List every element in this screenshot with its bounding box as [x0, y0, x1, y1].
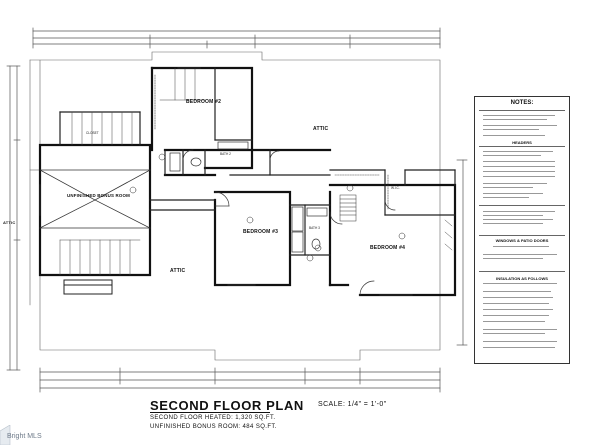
headers-heading: HEADERS: [512, 140, 532, 145]
headers-divider: [479, 146, 565, 147]
room-label-attic-left: ATTIC: [3, 220, 16, 225]
note-text-line: [483, 166, 555, 167]
note-text-line: [483, 211, 555, 212]
note-text-line: [493, 246, 549, 247]
room-label-closet: CLOSET: [86, 131, 99, 135]
note-text-line: [483, 183, 547, 184]
note-text-line: [483, 151, 553, 152]
note-text-line: [483, 161, 555, 162]
note-text-line: [483, 176, 555, 177]
notes-divider: [479, 205, 565, 206]
note-text-line: [483, 223, 543, 224]
room-label-bedroom-4: BEDROOM #4: [370, 245, 406, 251]
room-label-wic: W.I.C.: [391, 186, 400, 190]
note-text-line: [483, 215, 543, 216]
windows-heading: WINDOWS & PATIO DOORS: [495, 238, 549, 243]
watermark-text: Bright MLS: [7, 433, 42, 440]
note-text-line: [483, 187, 533, 188]
note-text-line: [483, 197, 529, 198]
room-label-bath-3: BATH 3: [309, 226, 320, 230]
notes-panel: NOTES: HEADERS WINDOWS & PATIO DOORS INS…: [474, 96, 570, 364]
note-text-line: [483, 283, 557, 284]
note-text-line: [483, 129, 539, 130]
mls-logo-icon: [0, 425, 11, 445]
note-text-line: [483, 258, 543, 259]
note-text-line: [483, 155, 541, 156]
room-label-bedroom-3: BEDROOM #3: [243, 229, 279, 235]
note-text-line: [483, 303, 549, 304]
notes-heading: NOTES:: [510, 100, 534, 106]
note-text-line: [483, 329, 557, 330]
bonus-area-line: UNFINISHED BONUS ROOM: 484 SQ.FT.: [150, 424, 277, 430]
notes-divider: [479, 235, 565, 236]
note-text-line: [483, 219, 553, 220]
note-text-line: [483, 347, 555, 348]
room-label-bonus: UNFINISHED BONUS ROOM: [67, 193, 130, 198]
room-label-bath-2: BATH 2: [220, 152, 231, 156]
note-text-line: [483, 254, 557, 255]
note-text-line: [483, 171, 555, 172]
insulation-heading: INSULATION AS FOLLOWS: [496, 276, 548, 281]
note-text-line: [483, 315, 549, 316]
notes-divider: [479, 271, 565, 272]
notes-divider: [479, 110, 565, 111]
plan-scale: SCALE: 1/4" = 1'-0": [318, 401, 387, 408]
note-text-line: [483, 125, 557, 126]
note-text-line: [483, 333, 545, 334]
note-text-line: [483, 309, 553, 310]
note-text-line: [483, 135, 545, 136]
room-label-attic-bottom: ATTIC: [170, 268, 186, 274]
note-text-line: [483, 193, 543, 194]
note-text-line: [483, 119, 547, 120]
room-label-attic-right: ATTIC: [313, 126, 329, 132]
note-text-line: [483, 291, 551, 292]
note-text-line: [483, 341, 557, 342]
note-text-line: [483, 115, 555, 116]
note-text-line: [483, 297, 553, 298]
plan-title-underline: [150, 412, 270, 413]
plan-title: SECOND FLOOR PLAN: [150, 398, 304, 413]
heated-area-line: SECOND FLOOR HEATED: 1,320 SQ.FT.: [150, 415, 276, 421]
note-text-line: [483, 321, 545, 322]
room-label-bedroom-2: BEDROOM #2: [186, 99, 222, 105]
